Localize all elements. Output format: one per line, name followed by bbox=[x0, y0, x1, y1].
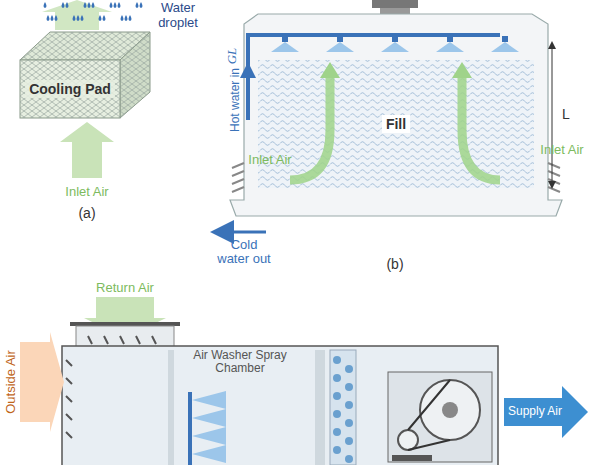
stroke bbox=[392, 36, 398, 42]
text-label: GL bbox=[225, 48, 239, 65]
stroke bbox=[47, 15, 50, 21]
stroke bbox=[92, 2, 95, 8]
stroke bbox=[491, 42, 519, 52]
stroke bbox=[333, 410, 341, 418]
text-label: Inlet Air bbox=[540, 143, 583, 157]
text-label: Hot water in bbox=[229, 68, 242, 132]
stroke bbox=[77, 15, 80, 21]
text-label: Outside Air bbox=[4, 350, 18, 414]
text-label: Air Washer Spray Chamber bbox=[181, 349, 299, 375]
stroke bbox=[192, 427, 226, 445]
text-label: L bbox=[562, 107, 570, 122]
cooling-pad: Cooling Pad bbox=[20, 60, 120, 118]
stroke bbox=[192, 445, 226, 463]
stroke bbox=[125, 15, 128, 21]
stroke bbox=[88, 2, 91, 8]
stroke bbox=[282, 36, 288, 42]
stroke bbox=[502, 36, 508, 42]
text-label: Water droplet bbox=[148, 1, 208, 30]
stroke bbox=[345, 401, 353, 409]
fill-region: Fill bbox=[258, 60, 534, 188]
stroke bbox=[121, 15, 124, 21]
stroke bbox=[84, 2, 87, 8]
stroke bbox=[129, 15, 132, 21]
stroke bbox=[81, 15, 84, 21]
stroke bbox=[136, 2, 139, 8]
stroke bbox=[271, 42, 299, 52]
stroke bbox=[51, 15, 54, 21]
stroke bbox=[110, 2, 113, 8]
stroke bbox=[333, 446, 341, 454]
stroke bbox=[333, 392, 341, 400]
stroke bbox=[114, 2, 117, 8]
stroke bbox=[333, 374, 341, 382]
stroke bbox=[118, 2, 121, 8]
stroke bbox=[192, 409, 226, 427]
text-label: Return Air bbox=[96, 281, 154, 295]
text-label: (b) bbox=[386, 257, 403, 272]
node-label: Fill bbox=[382, 115, 410, 133]
stroke bbox=[99, 15, 102, 21]
stroke bbox=[345, 455, 353, 463]
stroke bbox=[447, 36, 453, 42]
stroke bbox=[44, 2, 47, 8]
stroke bbox=[345, 383, 353, 391]
stroke bbox=[326, 42, 354, 52]
stroke bbox=[333, 428, 341, 436]
node-label: Cooling Pad bbox=[25, 80, 115, 98]
text-label: Inlet Air bbox=[248, 153, 291, 167]
stroke bbox=[436, 42, 464, 52]
stroke bbox=[55, 15, 58, 21]
stroke bbox=[345, 437, 353, 445]
stroke bbox=[73, 15, 76, 21]
stroke bbox=[337, 36, 343, 42]
text-label: (a) bbox=[78, 206, 95, 221]
stroke bbox=[66, 2, 69, 8]
stroke bbox=[345, 365, 353, 373]
text-label: Supply Air bbox=[508, 405, 562, 418]
stroke bbox=[62, 2, 65, 8]
stroke bbox=[381, 42, 409, 52]
stroke bbox=[103, 15, 106, 21]
text-label: Cold water out bbox=[216, 238, 272, 267]
stroke bbox=[345, 419, 353, 427]
stroke bbox=[333, 356, 341, 364]
text-label: Inlet Air bbox=[65, 185, 108, 199]
stroke bbox=[192, 391, 226, 409]
stroke bbox=[140, 2, 143, 8]
